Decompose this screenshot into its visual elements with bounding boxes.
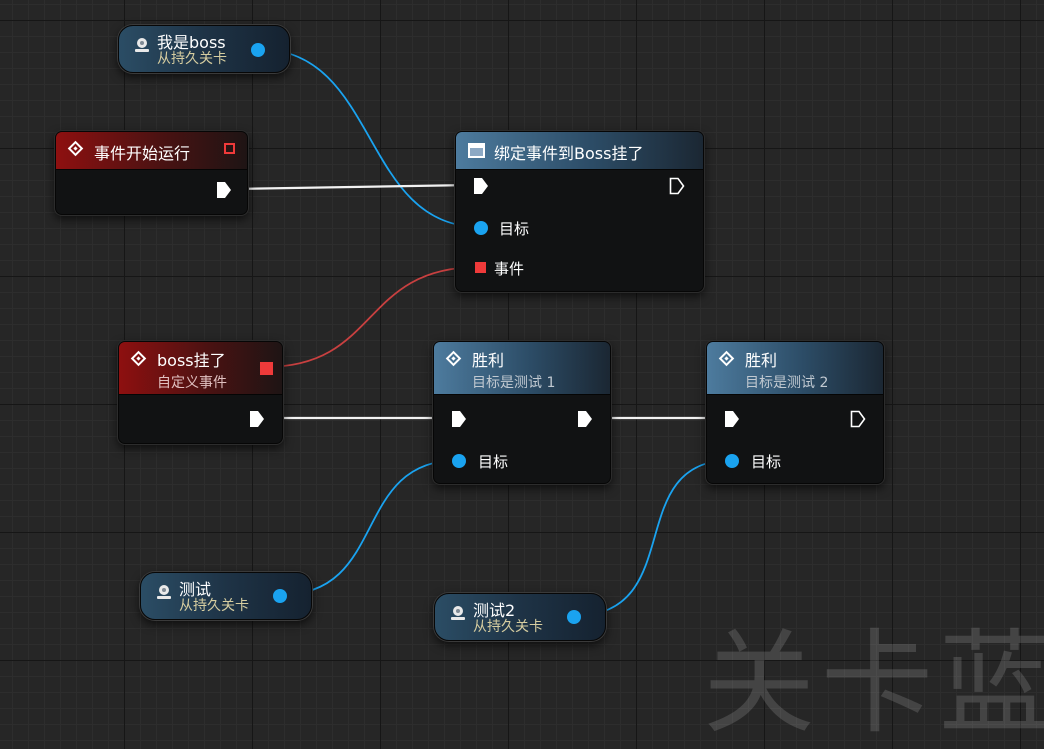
target-input-pin[interactable] xyxy=(474,221,488,235)
object-output-pin[interactable] xyxy=(251,43,265,57)
exec-input-pin[interactable] xyxy=(473,177,489,195)
wire-delegate xyxy=(264,266,480,368)
node-header: boss挂了 自定义事件 xyxy=(119,342,282,395)
object-output-pin[interactable] xyxy=(567,610,581,624)
node-header: 绑定事件到Boss挂了 xyxy=(456,132,703,170)
level-blueprint-watermark: 关卡蓝 xyxy=(703,619,1044,749)
event-diamond-icon xyxy=(67,140,84,157)
event-diamond-icon xyxy=(130,350,147,367)
node-title: 胜利 xyxy=(472,351,505,370)
node-header: 胜利 目标是测试 1 xyxy=(434,342,610,395)
node-subtitle: 自定义事件 xyxy=(157,375,227,391)
variable-node-test[interactable]: 测试 从持久关卡 xyxy=(140,572,312,620)
target-pin-label: 目标 xyxy=(751,453,782,471)
wire-boss-to-target xyxy=(257,48,481,228)
exec-input-pin[interactable] xyxy=(724,410,740,428)
variable-node-boss[interactable]: 我是boss 从持久关卡 xyxy=(118,25,290,73)
node-subtitle: 目标是测试 2 xyxy=(745,375,829,391)
exec-output-pin[interactable] xyxy=(216,181,232,199)
function-diamond-icon xyxy=(445,350,462,367)
variable-title: 我是boss xyxy=(157,33,226,52)
variable-get-icon xyxy=(135,38,149,52)
target-input-pin[interactable] xyxy=(725,454,739,468)
target-pin-label: 目标 xyxy=(478,453,509,471)
node-header: 胜利 目标是测试 2 xyxy=(707,342,883,395)
variable-node-test2[interactable]: 测试2 从持久关卡 xyxy=(434,593,606,641)
variable-subtitle: 从持久关卡 xyxy=(179,598,249,614)
variable-get-icon xyxy=(451,606,465,620)
wire-test2-to-target2 xyxy=(572,459,733,617)
variable-subtitle: 从持久关卡 xyxy=(473,619,543,635)
wire-begin-exec xyxy=(231,183,473,191)
exec-output-pin[interactable] xyxy=(669,177,685,195)
target-pin-label: 目标 xyxy=(499,220,530,238)
variable-title: 测试2 xyxy=(473,601,516,620)
node-title: 事件开始运行 xyxy=(94,144,191,163)
variable-get-icon xyxy=(157,585,171,599)
node-title: boss挂了 xyxy=(157,351,226,370)
wire-test-to-target1 xyxy=(279,459,460,596)
variable-title: 测试 xyxy=(179,580,212,599)
node-title: 绑定事件到Boss挂了 xyxy=(494,144,644,163)
exec-output-pin[interactable] xyxy=(249,410,265,428)
object-output-pin[interactable] xyxy=(273,589,287,603)
function-icon xyxy=(468,143,485,158)
event-begin-play-node[interactable]: 事件开始运行 xyxy=(55,131,248,215)
exec-output-pin[interactable] xyxy=(850,410,866,428)
target-input-pin[interactable] xyxy=(452,454,466,468)
event-input-pin[interactable] xyxy=(475,262,486,273)
victory-node-1[interactable]: 胜利 目标是测试 1 目标 xyxy=(433,341,611,484)
node-title: 胜利 xyxy=(745,351,778,370)
delegate-output-pin[interactable] xyxy=(224,143,235,154)
delegate-output-pin[interactable] xyxy=(260,362,273,375)
node-subtitle: 目标是测试 1 xyxy=(472,375,556,391)
victory-node-2[interactable]: 胜利 目标是测试 2 目标 xyxy=(706,341,884,484)
event-pin-label: 事件 xyxy=(494,260,525,278)
variable-subtitle: 从持久关卡 xyxy=(157,51,227,67)
function-diamond-icon xyxy=(718,350,735,367)
exec-output-pin[interactable] xyxy=(577,410,593,428)
node-header: 事件开始运行 xyxy=(56,132,247,170)
exec-input-pin[interactable] xyxy=(451,410,467,428)
custom-event-node[interactable]: boss挂了 自定义事件 xyxy=(118,341,283,444)
bind-event-node[interactable]: 绑定事件到Boss挂了 目标 事件 xyxy=(455,131,704,292)
